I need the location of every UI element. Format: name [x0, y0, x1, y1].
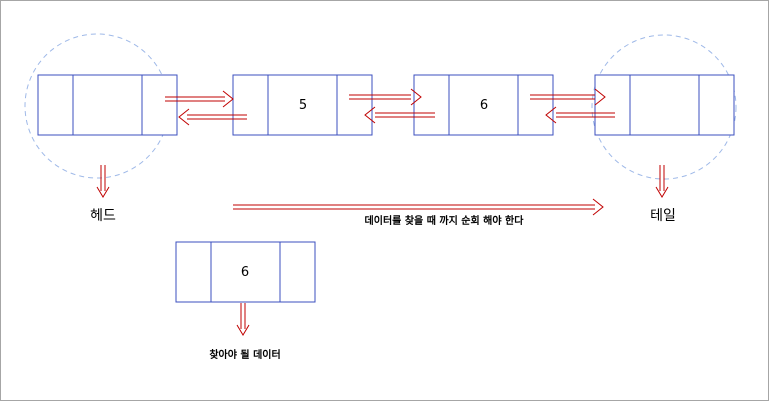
- next-arrow: [349, 88, 422, 106]
- node-value: 6: [480, 98, 488, 113]
- prev-arrow: [364, 106, 435, 124]
- tail-pointer-arrow: [655, 165, 669, 198]
- traversal-arrow: [233, 198, 604, 216]
- traversal-note: 데이터를 찾을 때 까지 순회 해야 한다: [365, 214, 525, 227]
- search-target-caption: 찾아야 될 데이터: [209, 348, 280, 361]
- head-pointer-arrow: [96, 165, 110, 198]
- list-node-head: [37, 74, 178, 136]
- list-node-tail: [594, 74, 735, 136]
- search-target-pointer-arrow: [236, 303, 250, 336]
- search-target-node: 6: [175, 241, 316, 303]
- next-arrow: [165, 90, 234, 108]
- list-node: 6: [413, 74, 554, 136]
- head-label: 헤드: [90, 208, 116, 224]
- tail-label: 테일: [650, 208, 676, 224]
- list-node: 5: [232, 74, 373, 136]
- prev-arrow: [178, 108, 247, 126]
- search-target-value: 6: [241, 265, 249, 280]
- next-arrow: [530, 88, 606, 106]
- link-arrows: [96, 88, 669, 336]
- prev-arrow: [545, 106, 615, 124]
- node-value: 5: [299, 98, 307, 113]
